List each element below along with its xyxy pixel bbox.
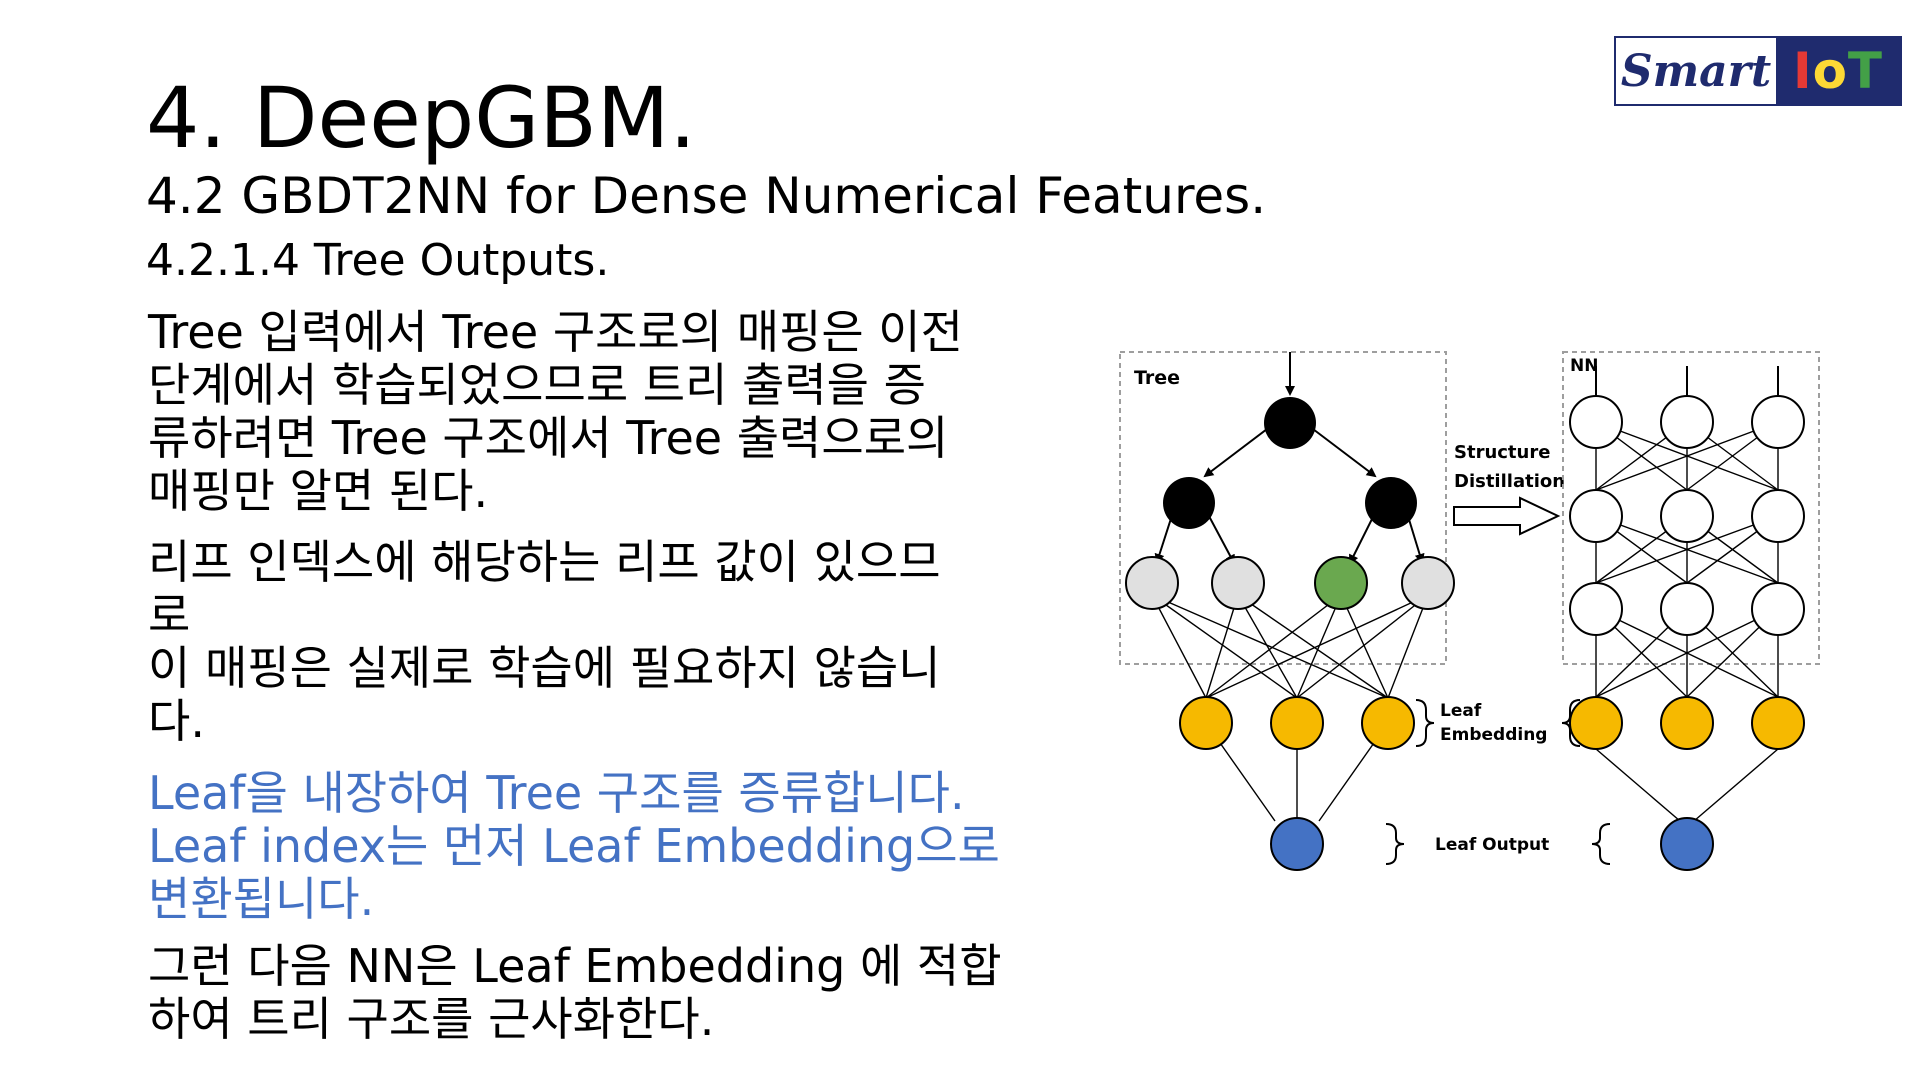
nn-hidden-node xyxy=(1569,489,1623,543)
nn-hidden-node xyxy=(1660,489,1714,543)
dense-edge xyxy=(1205,594,1429,699)
dense-edge xyxy=(1205,594,1342,699)
brace-right-embedding xyxy=(1415,699,1435,747)
dense-edge xyxy=(1595,515,1779,584)
slide-title: 4. DeepGBM. xyxy=(146,69,697,167)
tree-root-node xyxy=(1264,397,1316,449)
paragraph-line: 변환됩니다. xyxy=(148,872,375,926)
leaf-to-embedding-edges xyxy=(1151,594,1429,822)
leaf-output-node xyxy=(1270,817,1324,871)
paragraph-line: 리프 인덱스에 해당하는 리프 값이 있으므 xyxy=(148,535,941,589)
tree-dashed-box xyxy=(1119,351,1447,665)
dense-edge xyxy=(1151,594,1389,699)
dense-edge xyxy=(1237,594,1298,699)
dense-edge xyxy=(1151,594,1298,699)
dense-edge xyxy=(1340,594,1389,699)
nn-output-node xyxy=(1660,817,1714,871)
nn-dashed-box xyxy=(1562,351,1820,665)
brace-left-output xyxy=(1591,823,1611,865)
nn-hidden-node xyxy=(1660,395,1714,449)
paragraph-line: Leaf index는 먼저 Leaf Embedding으로 xyxy=(148,819,1000,873)
tree-internal-node xyxy=(1365,477,1417,529)
nn-input-lines xyxy=(1595,366,1779,396)
dense-edge xyxy=(1693,748,1779,822)
distill-label-line: Structure xyxy=(1454,442,1550,463)
paragraph-nn-approximation: 그런 다음 NN은 Leaf Embedding 에 적합 하여 트리 구조를 … xyxy=(148,940,1068,1046)
distill-label-line: Distillation xyxy=(1454,471,1565,492)
tree-leaf-node-active xyxy=(1314,556,1368,610)
paragraph-line: 그런 다음 NN은 Leaf Embedding 에 적합 xyxy=(148,939,1002,993)
nn-hidden-node xyxy=(1751,395,1805,449)
dense-edge xyxy=(1595,608,1779,698)
nn-embedding-node xyxy=(1569,696,1623,750)
annotation-braces xyxy=(1385,699,1611,865)
nn-section: NN xyxy=(1562,351,1820,871)
dense-edge xyxy=(1205,594,1239,699)
brace-left-embedding xyxy=(1561,699,1581,747)
nn-embedding-node xyxy=(1751,696,1805,750)
nn-hidden-node xyxy=(1751,582,1805,636)
tree-label: Tree xyxy=(1134,367,1180,389)
paragraph-line: 로 xyxy=(148,588,191,642)
leaf-embedding-node xyxy=(1361,696,1415,750)
paragraph-leaf-embedding-highlight: Leaf을 내장하여 Tree 구조를 증류합니다. Leaf index는 먼… xyxy=(148,767,1068,926)
leaf-embedding-label-line: Leaf xyxy=(1440,701,1482,721)
dense-edge xyxy=(1296,594,1342,699)
leaf-embedding-node xyxy=(1270,696,1324,750)
tree-to-nn-diagram: Tree xyxy=(1119,351,1820,871)
dense-edge xyxy=(1151,594,1207,699)
tree-edge xyxy=(1304,422,1377,478)
paragraph-line: Leaf을 내장하여 Tree 구조를 증류합니다. xyxy=(148,766,965,820)
paragraph-line: 다. xyxy=(148,694,205,748)
nn-hidden-node xyxy=(1569,582,1623,636)
paragraph-line: 이 매핑은 실제로 학습에 필요하지 않습니 xyxy=(148,641,941,695)
nn-embedding-node xyxy=(1660,696,1714,750)
nn-hidden-node xyxy=(1660,582,1714,636)
paragraph-tree-mapping: Tree 입력에서 Tree 구조로의 매핑은 이전 단계에서 학습되었으므로 … xyxy=(148,306,1068,518)
dense-edge xyxy=(1595,421,1779,491)
tree-edge xyxy=(1203,422,1276,478)
tree-section: Tree xyxy=(1119,351,1455,871)
dense-edge xyxy=(1296,594,1429,699)
logo-smart-text: Smart xyxy=(1616,38,1776,104)
leaf-embedding-label-line: Embedding xyxy=(1440,725,1547,745)
logo-iot-letter: I xyxy=(1792,42,1813,100)
leaf-output-label: Leaf Output xyxy=(1435,835,1549,855)
hollow-arrow-icon xyxy=(1453,496,1561,536)
nn-hidden-node xyxy=(1569,395,1623,449)
paragraph-leaf-index: 리프 인덱스에 해당하는 리프 값이 있으므 로 이 매핑은 실제로 학습에 필… xyxy=(148,536,1068,748)
paragraph-line: Tree 입력에서 Tree 구조로의 매핑은 이전 xyxy=(148,305,963,359)
leaf-embedding-node xyxy=(1179,696,1233,750)
slide-subtitle: 4.2 GBDT2NN for Dense Numerical Features… xyxy=(146,167,1267,225)
tree-internal-node xyxy=(1163,477,1215,529)
logo-iot-letter: o xyxy=(1812,42,1848,100)
paragraph-line: 단계에서 학습되었으므로 트리 출력을 증 xyxy=(148,358,926,412)
tree-leaf-node xyxy=(1125,556,1179,610)
section-heading: 4.2.1.4 Tree Outputs. xyxy=(146,235,610,286)
paragraph-line: 매핑만 알면 된다. xyxy=(148,464,489,518)
distillation-arrow: Structure Distillation xyxy=(1453,442,1565,536)
dense-edge xyxy=(1387,594,1429,699)
paragraph-line: 류하려면 Tree 구조에서 Tree 출력으로의 xyxy=(148,411,949,465)
dense-edge xyxy=(1595,748,1681,822)
logo-iot-letter: T xyxy=(1847,42,1884,100)
brace-right-output xyxy=(1385,823,1405,865)
dense-edge xyxy=(1237,594,1389,699)
paragraph-line: 하여 트리 구조를 근사화한다. xyxy=(148,992,715,1046)
nn-hidden-node xyxy=(1751,489,1805,543)
tree-leaf-node xyxy=(1211,556,1265,610)
tree-leaf-node xyxy=(1401,556,1455,610)
nn-label: NN xyxy=(1570,356,1598,376)
